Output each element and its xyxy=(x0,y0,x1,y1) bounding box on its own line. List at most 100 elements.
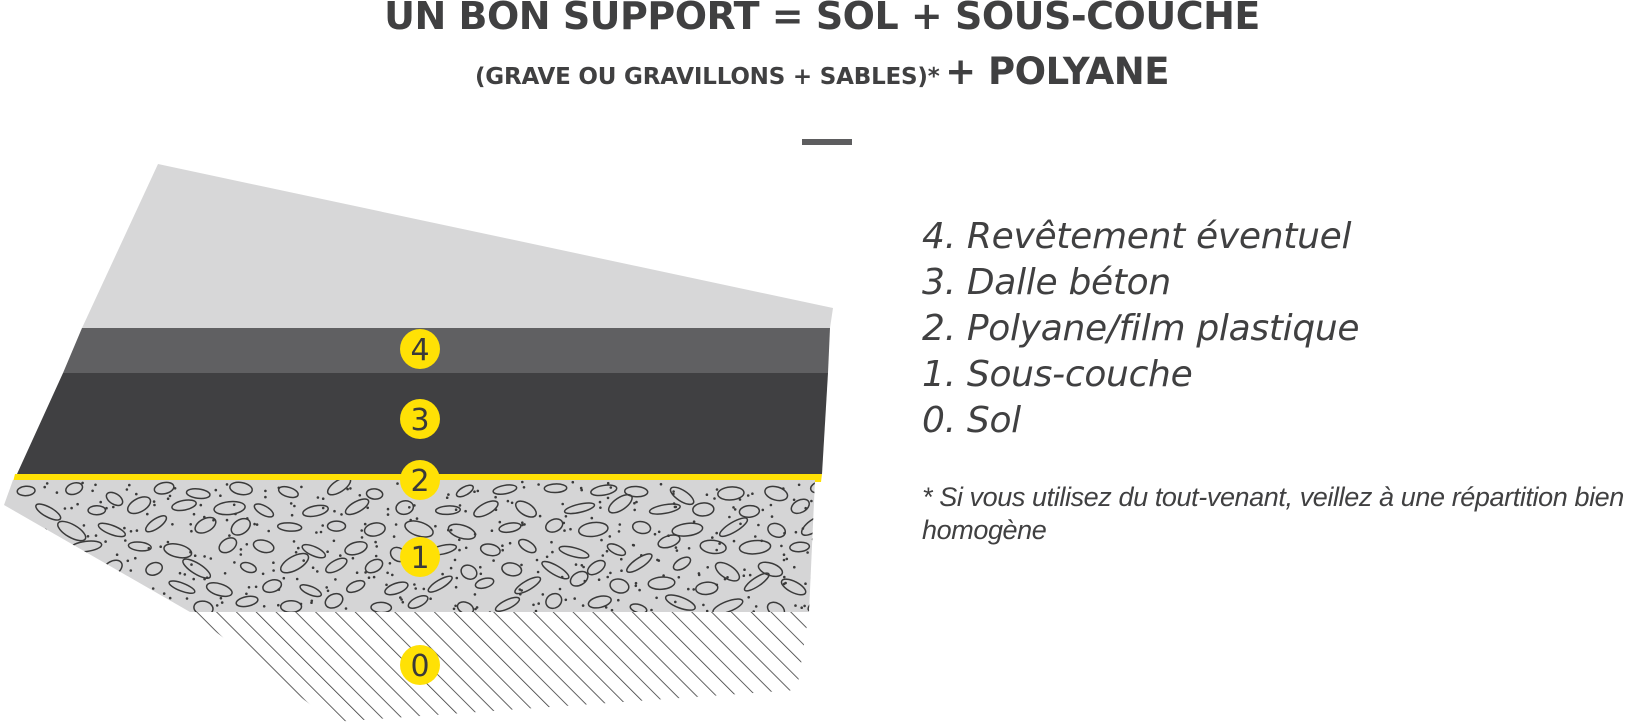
layer-badge-4-number: 4 xyxy=(410,333,429,368)
gravel-pebble xyxy=(626,553,653,573)
sand-grain xyxy=(80,601,83,604)
sand-grain xyxy=(351,556,355,560)
sand-grain xyxy=(608,535,612,538)
gravel-pebble xyxy=(501,562,523,577)
sand-grain xyxy=(538,514,542,518)
gravel-pebble xyxy=(7,597,39,612)
sand-grain xyxy=(558,587,562,591)
sand-grain xyxy=(458,504,462,507)
sand-grain xyxy=(245,543,249,546)
gravel-pebble xyxy=(253,503,275,518)
sand-grain xyxy=(396,482,399,485)
sand-grain xyxy=(128,483,131,487)
sand-grain xyxy=(633,501,636,505)
gravel-pebble xyxy=(492,484,518,495)
sand-grain xyxy=(70,506,73,510)
sand-grain xyxy=(76,567,80,570)
sand-grain xyxy=(55,571,59,574)
sand-grain xyxy=(769,503,773,507)
gravel-pebble xyxy=(780,578,807,596)
sand-grain xyxy=(715,583,719,587)
sand-grain xyxy=(299,602,303,606)
sand-grain xyxy=(133,601,137,605)
sand-grain xyxy=(521,523,524,527)
gravel-pebble xyxy=(789,541,811,553)
sand-grain xyxy=(203,555,206,558)
sand-grain xyxy=(192,512,196,516)
title-line-1: UN BON SUPPORT = SOL + SOUS-COUCHE xyxy=(384,0,1260,38)
sand-grain xyxy=(190,563,193,566)
sand-grain xyxy=(754,605,758,608)
sand-grain xyxy=(826,549,829,552)
sand-grain xyxy=(590,516,594,520)
sand-grain xyxy=(388,562,392,565)
gravel-pebble xyxy=(669,486,695,506)
sand-grain xyxy=(800,606,803,609)
sand-grain xyxy=(93,558,97,561)
sand-grain xyxy=(732,539,736,543)
sand-grain xyxy=(391,573,394,577)
gravel-pebble xyxy=(514,500,537,518)
gravel-pebble xyxy=(163,543,193,559)
sand-grain xyxy=(563,529,566,532)
gravel-pebble xyxy=(16,485,36,497)
sand-grain xyxy=(247,586,251,589)
sand-grain xyxy=(99,500,102,504)
sand-grain xyxy=(374,540,377,544)
sand-grain xyxy=(825,498,828,501)
gravel-pebble xyxy=(235,595,259,608)
gravel-pebble xyxy=(543,483,568,494)
sand-grain xyxy=(747,596,750,599)
layer-badge-4: 4 xyxy=(400,329,440,369)
sand-grain xyxy=(422,587,426,591)
gravel-pebble xyxy=(384,581,409,596)
sand-grain xyxy=(316,496,320,499)
sand-grain xyxy=(203,577,206,581)
sand-grain xyxy=(358,494,362,497)
sand-grain xyxy=(521,521,524,524)
sand-grain xyxy=(573,597,576,600)
sand-grain xyxy=(225,483,229,486)
gravel-pebble xyxy=(606,543,627,557)
sand-grain xyxy=(838,481,840,484)
sand-grain xyxy=(262,605,266,608)
gravel-pebble xyxy=(631,520,652,535)
sand-grain xyxy=(702,603,705,607)
sand-grain xyxy=(604,606,608,609)
sand-grain xyxy=(209,557,213,560)
sand-grain xyxy=(492,559,495,562)
gravel-pebble xyxy=(692,502,715,517)
gravel-pebble xyxy=(34,539,64,554)
sand-grain xyxy=(152,500,156,503)
sand-grain xyxy=(59,544,62,548)
sand-grain xyxy=(739,522,742,526)
sand-grain xyxy=(302,559,306,562)
sand-grain xyxy=(454,508,458,512)
sand-grain xyxy=(173,487,177,490)
sand-grain xyxy=(751,492,754,496)
gravel-pebble xyxy=(279,552,310,574)
sand-grain xyxy=(752,610,756,612)
sand-grain xyxy=(220,601,224,604)
sand-grain xyxy=(394,523,398,526)
gravel-pebble xyxy=(97,522,127,538)
sand-grain xyxy=(225,518,229,522)
gravel-pebble xyxy=(623,485,649,498)
gravel-pebble xyxy=(324,592,344,609)
sand-grain xyxy=(657,530,661,534)
sand-grain xyxy=(386,507,390,511)
gravel-pebble xyxy=(213,500,246,516)
sand-grain xyxy=(385,583,388,587)
sand-grain xyxy=(105,506,108,510)
sand-grain xyxy=(687,587,690,591)
sand-grain xyxy=(569,527,572,531)
gravel-pebble xyxy=(766,601,786,612)
sand-grain xyxy=(122,600,126,604)
sand-grain xyxy=(715,548,718,552)
sand-grain xyxy=(599,506,602,510)
sand-grain xyxy=(733,508,737,511)
sand-grain xyxy=(223,572,227,575)
sand-grain xyxy=(190,529,193,533)
sand-grain xyxy=(474,607,477,611)
sand-grain xyxy=(144,590,148,593)
